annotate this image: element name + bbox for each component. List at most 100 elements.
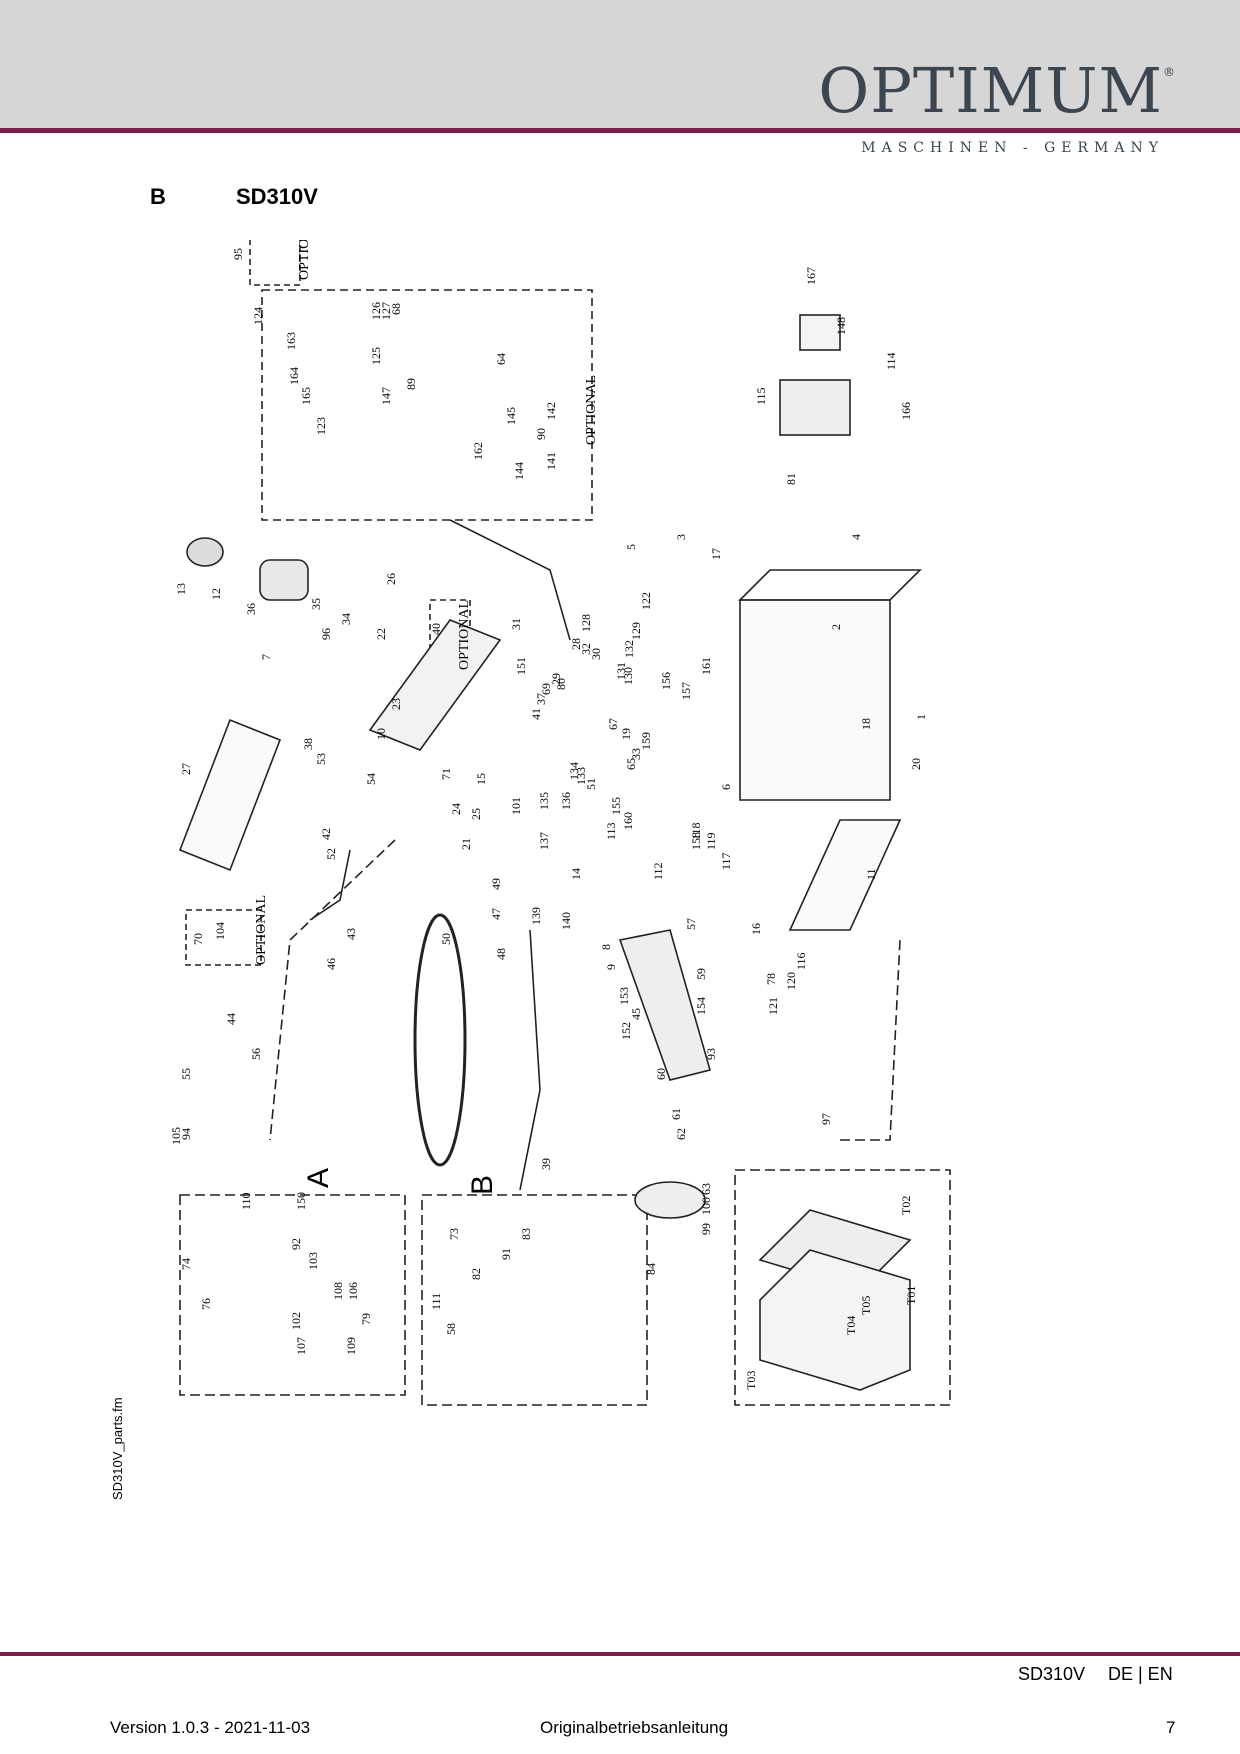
part-number-callout: 44 <box>224 1013 238 1025</box>
part-number-callout: 83 <box>519 1228 533 1240</box>
part-number-callout: T02 <box>899 1196 913 1215</box>
part-number-callout: 47 <box>489 908 503 920</box>
part-number-callout: 97 <box>819 1113 833 1125</box>
page-number: 7 <box>1166 1718 1176 1737</box>
part-number-callout: 3 <box>674 534 688 540</box>
part-number-callout: 8 <box>599 944 613 950</box>
part-number-callout: 118 <box>689 822 703 840</box>
part-number-callout: 105 <box>169 1127 183 1145</box>
part-number-callout: 139 <box>529 907 543 925</box>
part-number-callout: 124 <box>251 307 265 325</box>
part-number-callout: 116 <box>794 952 808 970</box>
part-number-callout: 68 <box>389 303 403 315</box>
part-number-callout: 135 <box>537 792 551 810</box>
part-number-callout: 74 <box>179 1258 193 1270</box>
part-number-callout: 102 <box>289 1312 303 1330</box>
part-number-callout: 120 <box>784 972 798 990</box>
part-number-callout: 32 <box>579 643 593 655</box>
part-number-callout: 131 <box>614 662 628 680</box>
part-number-callout: 123 <box>314 417 328 435</box>
part-number-callout: 59 <box>694 968 708 980</box>
part-number-callout: 111 <box>429 1293 443 1310</box>
part-number-callout: 108 <box>331 1282 345 1300</box>
part-number-callout: 52 <box>324 848 338 860</box>
detail-box-a <box>179 1194 406 1396</box>
optional-caption: OPTIONAL <box>584 375 599 445</box>
part-number-callout: 64 <box>494 353 508 365</box>
part-number-callout: 165 <box>299 387 313 405</box>
optional-box-tension-assembly <box>261 289 593 521</box>
part-number-callout: 41 <box>529 708 543 720</box>
part-number-callout: 144 <box>512 462 526 480</box>
part-number-callout: 122 <box>639 592 653 610</box>
part-number-callout: 37 <box>534 693 548 705</box>
part-number-callout: 132 <box>622 640 636 658</box>
part-number-callout: 103 <box>306 1252 320 1270</box>
part-number-callout: 163 <box>284 332 298 350</box>
part-number-callout: 40 <box>429 623 443 635</box>
part-number-callout: 161 <box>699 657 713 675</box>
part-number-callout: 147 <box>379 387 393 405</box>
part-number-callout: 13 <box>174 583 188 595</box>
part-number-callout: 46 <box>324 958 338 970</box>
part-number-callout: 14 <box>569 868 583 880</box>
part-number-callout: 156 <box>659 672 673 690</box>
part-number-callout: 166 <box>899 402 913 420</box>
part-number-callout: 107 <box>294 1337 308 1355</box>
part-number-callout: 29 <box>549 673 563 685</box>
part-number-callout: 128 <box>579 614 593 632</box>
optional-caption: OPTIONAL <box>254 895 269 965</box>
part-number-callout: 16 <box>749 923 763 935</box>
part-number-callout: 157 <box>679 682 693 700</box>
part-number-callout: T05 <box>859 1296 873 1315</box>
part-number-callout: 38 <box>301 738 315 750</box>
section-model: SD310V <box>236 184 318 209</box>
part-number-callout: 94 <box>179 1128 193 1140</box>
part-number-callout: 57 <box>684 918 698 930</box>
part-number-callout: 101 <box>509 797 523 815</box>
part-number-callout: 21 <box>459 838 473 850</box>
part-number-callout: 63 <box>699 1183 713 1195</box>
part-number-callout: 26 <box>384 573 398 585</box>
part-number-callout: 36 <box>244 603 258 615</box>
part-number-callout: 12 <box>209 588 223 600</box>
part-number-callout: 42 <box>319 828 333 840</box>
part-number-callout: 148 <box>834 317 848 335</box>
part-number-callout: 54 <box>364 773 378 785</box>
part-number-callout: 5 <box>624 544 638 550</box>
motor <box>259 559 309 601</box>
cover-plate <box>788 819 902 931</box>
side-file-label: SD310V_parts.fm <box>110 1397 125 1500</box>
part-number-callout: 71 <box>439 768 453 780</box>
part-number-callout: 134 <box>567 762 581 780</box>
part-number-callout: 159 <box>639 732 653 750</box>
part-number-callout: 125 <box>369 347 383 365</box>
part-number-callout: 91 <box>499 1248 513 1260</box>
part-number-callout: 22 <box>374 628 388 640</box>
part-number-callout: 7 <box>259 654 273 660</box>
part-number-callout: 96 <box>319 628 333 640</box>
part-number-callout: 62 <box>674 1128 688 1140</box>
footer-document-title: Originalbetriebsanleitung <box>540 1718 729 1737</box>
stand-panel-t01 <box>759 1249 911 1391</box>
part-number-callout: 99 <box>699 1223 713 1235</box>
part-number-callout: 17 <box>709 548 723 560</box>
part-number-callout: 4 <box>849 534 863 540</box>
leader-line <box>840 939 901 1141</box>
section-letter: B <box>150 184 166 209</box>
part-number-callout: 92 <box>289 1238 303 1250</box>
part-number-callout: 78 <box>764 973 778 985</box>
motor-cap <box>186 537 224 567</box>
part-number-callout: 20 <box>909 758 923 770</box>
part-number-callout: 112 <box>651 862 665 880</box>
part-number-callout: 162 <box>471 442 485 460</box>
part-number-callout: 152 <box>619 1022 633 1040</box>
part-number-callout: 15 <box>474 773 488 785</box>
part-number-callout: 69 <box>539 683 553 695</box>
part-number-callout: 158 <box>689 832 703 850</box>
part-number-callout: 126 <box>369 302 383 320</box>
part-number-callout: 27 <box>179 763 193 775</box>
part-number-callout: 34 <box>339 613 353 625</box>
part-number-callout: 167 <box>804 267 818 285</box>
